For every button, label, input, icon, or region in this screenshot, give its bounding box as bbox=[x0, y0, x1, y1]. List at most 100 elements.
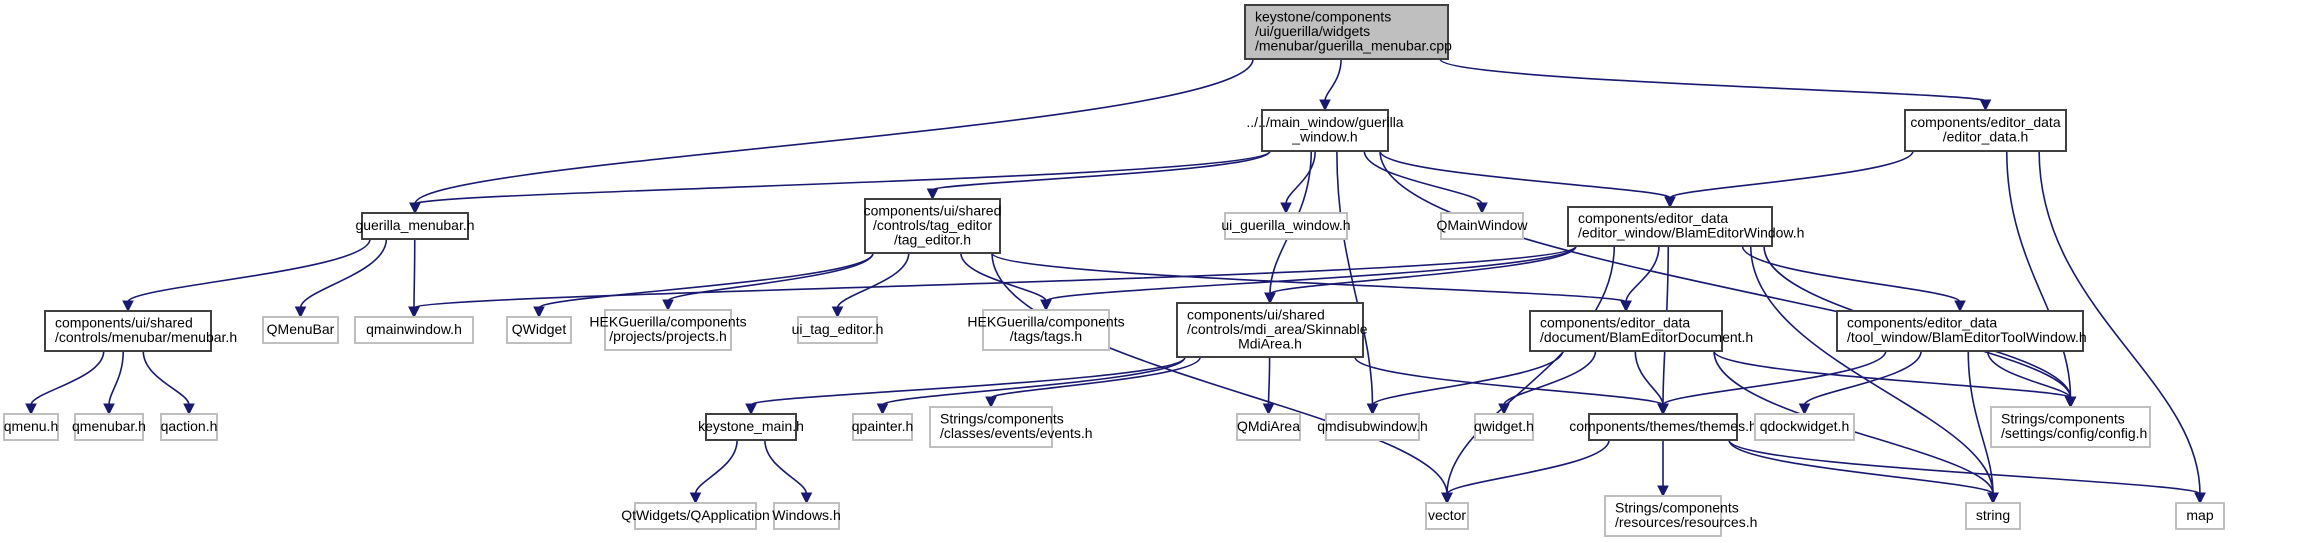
edge-guerilla-window-to-config-h bbox=[1379, 150, 2072, 399]
arrowhead-icon bbox=[985, 396, 997, 409]
edge-guerilla-window-to-blam-editor-window bbox=[1379, 150, 1671, 199]
node-keystone-main[interactable]: keystone_main.h bbox=[698, 413, 804, 441]
node-guerilla-menubar-h[interactable]: guerilla_menubar.h bbox=[355, 212, 475, 240]
node-projects-h: HEKGuerilla/components/projects/projects… bbox=[589, 309, 747, 351]
arrowhead-icon bbox=[1476, 202, 1488, 215]
node-label-line: /menubar/guerilla_menubar.cpp bbox=[1255, 37, 1452, 53]
node-box bbox=[1244, 4, 1449, 60]
node-label-line: /projects/projects.h bbox=[609, 328, 727, 344]
node-map: map bbox=[2175, 502, 2225, 530]
node-box bbox=[1965, 502, 2021, 530]
arrowhead-icon bbox=[745, 403, 757, 416]
node-box bbox=[1836, 310, 2084, 352]
edge-blam-editor-window-to-tags-h bbox=[1045, 245, 1577, 302]
node-box bbox=[1604, 495, 1722, 537]
node-qmenubar-cls: QMenuBar bbox=[262, 316, 339, 344]
node-label-line: components/ui/shared bbox=[864, 202, 1002, 218]
node-resources-h: Strings/components/resources/resources.h bbox=[1604, 495, 1757, 537]
node-qpainter-h: qpainter.h bbox=[852, 413, 913, 441]
node-label-line: HEKGuerilla/components bbox=[967, 314, 1124, 330]
node-blam-editor-doc[interactable]: components/editor_data/document/BlamEdit… bbox=[1529, 310, 1753, 352]
node-windows-h: Windows.h bbox=[772, 502, 841, 530]
node-label-line: components/editor_data bbox=[1910, 114, 2060, 130]
node-qmenubar-h: qmenubar.h bbox=[72, 413, 146, 441]
edge-guerilla-window-to-qmainwindow-cls bbox=[1363, 150, 1483, 205]
node-box bbox=[1529, 310, 1723, 352]
node-cpp[interactable]: keystone/components/ui/guerilla/widgets/… bbox=[1244, 4, 1452, 60]
node-label-line: components/ui/shared bbox=[1187, 306, 1325, 322]
node-tag-editor[interactable]: components/ui/shared/controls/tag_editor… bbox=[864, 198, 1002, 254]
node-label-line: /controls/mdi_area/Skinnable bbox=[1187, 321, 1368, 337]
node-qmdisubwindow-h: qmdisubwindow.h bbox=[1317, 413, 1428, 441]
edge-guerilla-window-to-guerilla-menubar-h bbox=[414, 150, 1271, 205]
node-qwidget-cls: QWidget bbox=[506, 316, 572, 344]
node-label-line: map bbox=[2186, 507, 2213, 523]
node-string: string bbox=[1965, 502, 2021, 530]
edge-skinnable-mdi-to-qmdiarea-cls bbox=[1267, 356, 1271, 406]
node-menubar-h[interactable]: components/ui/shared/controls/menubar/me… bbox=[44, 310, 237, 352]
arrowhead-icon bbox=[2064, 396, 2077, 409]
arrowhead-icon bbox=[533, 306, 545, 319]
node-config-h: Strings/components/settings/config/confi… bbox=[1990, 406, 2151, 448]
node-label-line: QMenuBar bbox=[267, 321, 335, 337]
node-label-line: qaction.h bbox=[161, 418, 218, 434]
node-blam-editor-tool[interactable]: components/editor_data/tool_window/BlamE… bbox=[1836, 310, 2087, 352]
node-label-line: QWidget bbox=[512, 321, 567, 337]
edge-editor-data-to-map bbox=[2038, 150, 2201, 495]
arrowhead-icon bbox=[689, 492, 702, 505]
node-label-line: /tag_editor.h bbox=[894, 231, 971, 247]
node-label-line: ui_tag_editor.h bbox=[792, 321, 884, 337]
arrowhead-icon bbox=[408, 306, 420, 319]
node-label-line: /editor_window/BlamEditorWindow.h bbox=[1578, 225, 1804, 241]
node-editor-data[interactable]: components/editor_data/editor_data.h bbox=[1904, 109, 2067, 152]
node-label-line: /document/BlamEditorDocument.h bbox=[1540, 329, 1753, 345]
node-box bbox=[1588, 413, 1738, 441]
node-label-line: ui_guerilla_window.h bbox=[1221, 217, 1350, 233]
edge-blam-editor-window-to-skinnable-mdi bbox=[1269, 245, 1577, 295]
node-label-line: components/editor_data bbox=[1540, 315, 1690, 331]
edge-cpp-to-guerilla-menubar-h bbox=[414, 58, 1254, 205]
edge-blam-editor-doc-to-themes-h bbox=[1634, 350, 1664, 406]
node-label-line: qmenubar.h bbox=[72, 418, 146, 434]
edge-guerilla-window-to-qmdisubwindow-h bbox=[1336, 150, 1374, 406]
edge-tag-editor-to-ui-tag-editor bbox=[836, 252, 910, 309]
node-box bbox=[1425, 502, 1469, 530]
node-box bbox=[3, 413, 59, 441]
node-qmdiarea-cls: QMdiArea bbox=[1236, 413, 1301, 441]
arrowhead-icon bbox=[103, 403, 115, 416]
node-label-line: Windows.h bbox=[772, 507, 840, 523]
edge-themes-h-to-map bbox=[1728, 439, 2201, 495]
node-label-line: Strings/components bbox=[940, 411, 1064, 427]
edge-skinnable-mdi-to-themes-h bbox=[1354, 356, 1664, 406]
node-label-line: /editor_data.h bbox=[1943, 129, 2029, 145]
node-qmainwindow-cls: QMainWindow bbox=[1436, 212, 1528, 240]
arrowhead-icon bbox=[25, 403, 37, 416]
node-label-line: /settings/config/config.h bbox=[2001, 425, 2147, 441]
node-skinnable-mdi[interactable]: components/ui/shared/controls/mdi_area/S… bbox=[1176, 302, 1368, 358]
node-box bbox=[74, 413, 144, 441]
node-blam-editor-window[interactable]: components/editor_data/editor_window/Bla… bbox=[1567, 206, 1804, 247]
edge-tag-editor-to-vector bbox=[991, 252, 1448, 495]
edge-themes-h-to-string bbox=[1728, 439, 1994, 495]
edge-blam-editor-tool-to-themes-h bbox=[1662, 350, 1887, 406]
node-box bbox=[1325, 413, 1420, 441]
node-label-line: QMainWindow bbox=[1436, 217, 1528, 233]
node-ui-guerilla-window: ui_guerilla_window.h bbox=[1221, 212, 1351, 240]
node-qaction-h: qaction.h bbox=[160, 413, 218, 441]
arrowhead-icon bbox=[1954, 300, 1966, 313]
node-ui-tag-editor: ui_tag_editor.h bbox=[792, 316, 884, 344]
node-box bbox=[1236, 413, 1301, 441]
node-guerilla-window[interactable]: ../../main_window/guerilla_window.h bbox=[1246, 109, 1404, 152]
arrowhead-icon bbox=[1987, 492, 1999, 505]
arrowhead-icon bbox=[1979, 99, 1992, 112]
node-box bbox=[1261, 109, 1389, 152]
edge-editor-data-to-blam-editor-window bbox=[1669, 150, 1914, 199]
edge-menubar-h-to-qmenubar-h bbox=[108, 350, 125, 406]
node-label-line: Strings/components bbox=[1615, 500, 1739, 516]
arrowhead-icon bbox=[1040, 299, 1052, 312]
node-themes-h[interactable]: components/themes/themes.h bbox=[1569, 413, 1757, 441]
node-qdockwidget-h: qdockwidget.h bbox=[1754, 413, 1855, 441]
node-box bbox=[354, 316, 474, 344]
edge-blam-editor-doc-to-qwidget-h bbox=[1503, 350, 1597, 406]
